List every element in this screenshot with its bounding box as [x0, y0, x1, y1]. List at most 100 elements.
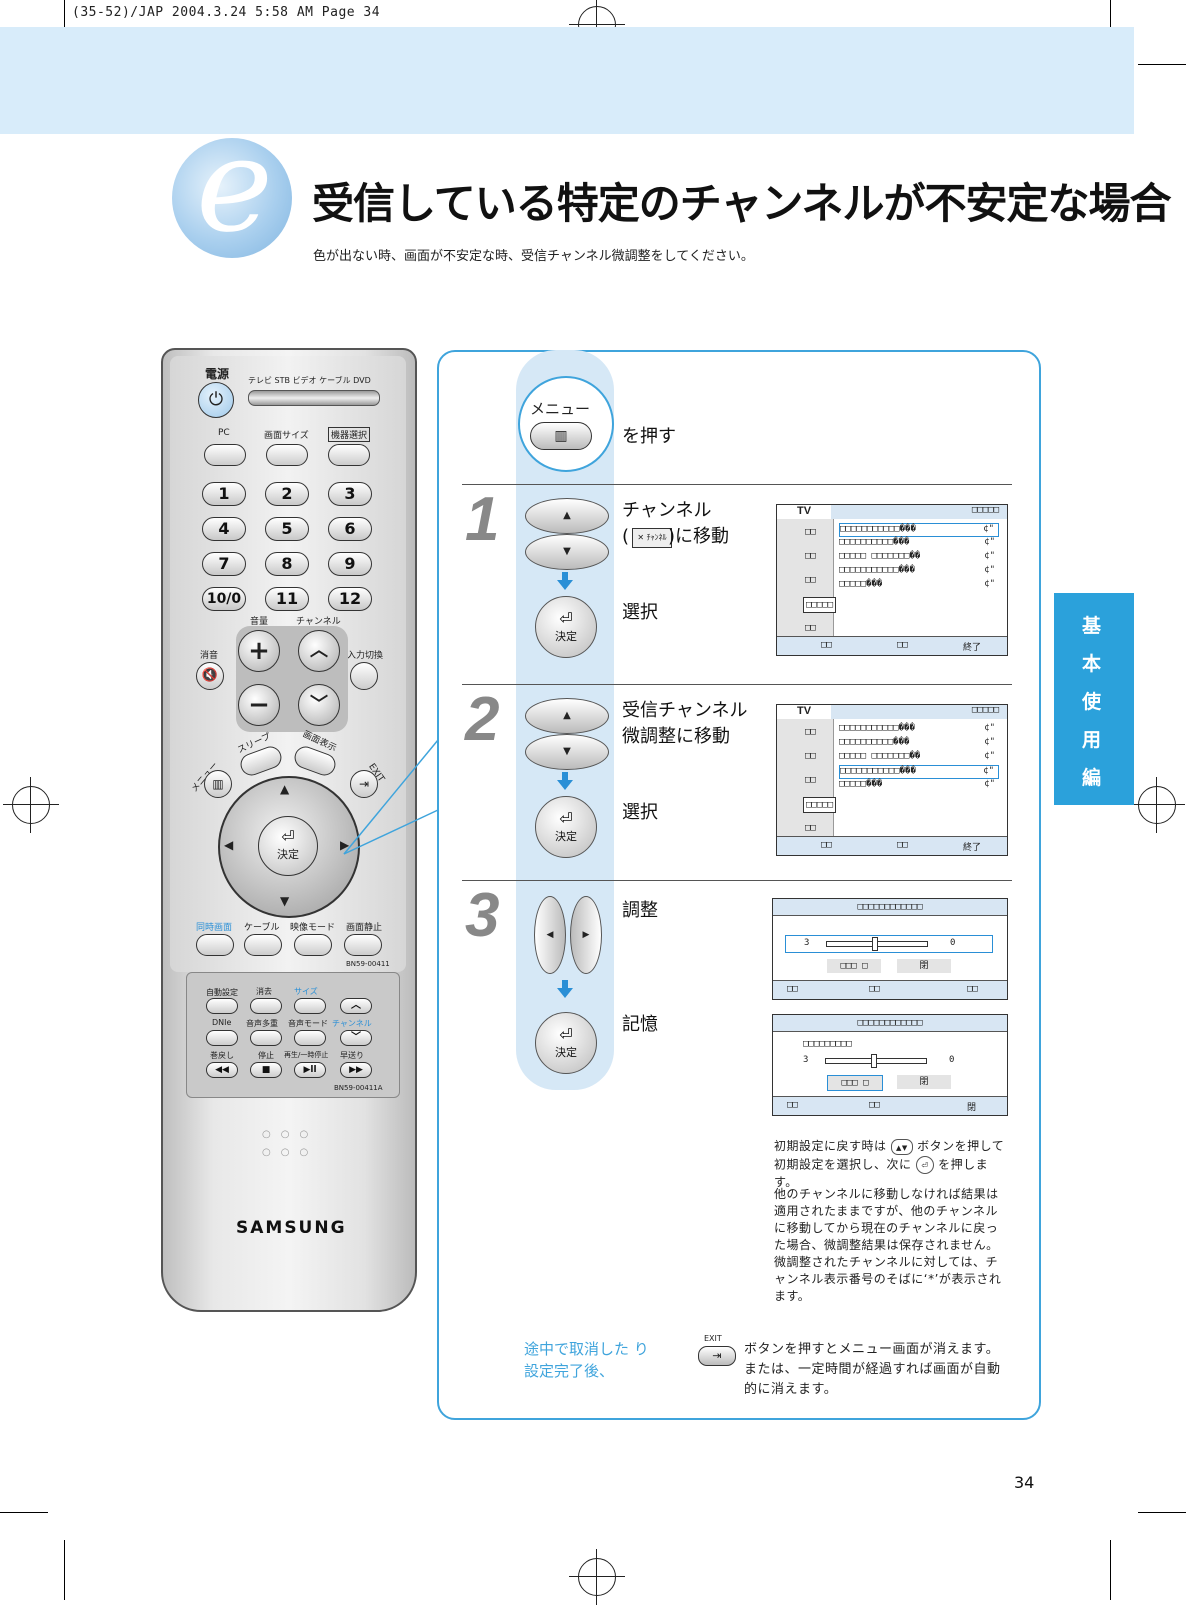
number-button-9[interactable]: 9 [328, 552, 372, 576]
osd-row: □□□□□□□□□□□��� ¢" [839, 523, 999, 537]
enter-button-remote[interactable]: ⏎ 決定 [258, 816, 318, 876]
pip-button[interactable] [196, 934, 234, 956]
channel-down-button[interactable]: ﹀ [298, 684, 340, 726]
source-selector[interactable] [248, 390, 380, 406]
left-button[interactable]: ◀ [534, 896, 566, 974]
device-select-button[interactable] [328, 444, 370, 466]
enter-button[interactable]: ⏎決定 [535, 1012, 597, 1074]
arrow-stem [562, 772, 568, 780]
menu-icon: ▥ [554, 428, 568, 444]
rewind-label: 巻戻し [210, 1051, 234, 1060]
osd-side-item: □□ [805, 775, 816, 785]
right-button[interactable]: ▶ [570, 896, 602, 974]
channel-up-button[interactable]: ︿ [298, 630, 340, 672]
slider-track[interactable] [826, 937, 928, 951]
reset-note-line1: 初期設定に戻す時は ▲▼ ボタンを押して [774, 1138, 1010, 1155]
fast-forward-button[interactable]: ▶▶ [340, 1062, 372, 1078]
number-button-2[interactable]: 2 [265, 482, 309, 506]
step3-adjust-text: 調整 [622, 900, 658, 921]
input-button[interactable] [350, 662, 378, 690]
slider-thumb[interactable] [871, 1054, 877, 1068]
step2-text-b: 微調整に移動 [622, 726, 730, 747]
mute-button[interactable]: 🔇 [196, 662, 224, 690]
panel-down-button[interactable]: ﹀ [340, 1030, 372, 1046]
number-button-11[interactable]: 11 [265, 587, 309, 611]
play-pause-button[interactable]: ▶ll [294, 1062, 326, 1078]
audio-mode-button[interactable] [294, 1030, 326, 1046]
step-number: 1 [465, 485, 500, 554]
audio-multiplex-button[interactable] [250, 1030, 282, 1046]
erase-button[interactable] [250, 998, 282, 1014]
auto-setup-button[interactable] [206, 998, 238, 1014]
slider-min: 3 [804, 938, 810, 948]
still-button[interactable] [344, 934, 382, 956]
up-button[interactable]: ▲ [525, 698, 609, 734]
osd-footer: □□ □□ □□ [773, 980, 1007, 999]
osd-menu-2: TV □□□□□ □□ □□ □□ □□□□□ □□ □□□□□□□□□□□��… [776, 704, 1008, 856]
osd-foot-item: □□ [967, 984, 978, 994]
menu-step-text: を押す [622, 426, 676, 447]
enter-icon: ⏎ [559, 1025, 573, 1044]
exit-button-remote[interactable]: ⇥ [350, 770, 378, 798]
osd-foot-item: □□ [821, 640, 832, 650]
down-button[interactable]: ▼ [525, 734, 609, 770]
osd-row-label: □□□□□□□□□□□��� [840, 766, 916, 776]
osd-fine-tune-2: □□□□□□□□□□□□ □□□□□□□□□ 3 0 □□□ □ 閉 □□ □□… [772, 1014, 1008, 1116]
dnie-button[interactable] [206, 1030, 238, 1046]
size-label: サイズ [294, 987, 318, 996]
osd-row-value: ¢" [983, 524, 994, 534]
osd-row-value: ¢" [984, 537, 995, 547]
picture-mode-label: 映像モード [290, 923, 336, 933]
updown-small-icon: ▲▼ [890, 1138, 913, 1155]
dnie-label: DNIe [212, 1018, 232, 1027]
down-button[interactable]: ▼ [525, 534, 609, 570]
number-button-3[interactable]: 3 [328, 482, 372, 506]
number-button-1[interactable]: 1 [202, 482, 246, 506]
osd-row-value: ¢" [984, 579, 995, 589]
osd-row-label: □□□□□□□□□□□��� [840, 524, 916, 534]
slider-track[interactable] [825, 1054, 927, 1068]
osd-reset-button: □□□ □ [827, 1075, 883, 1091]
exit-button[interactable]: ⇥ [698, 1346, 736, 1366]
volume-down-button[interactable]: − [238, 684, 280, 726]
number-button-6[interactable]: 6 [328, 517, 372, 541]
rewind-button[interactable]: ◀◀ [206, 1062, 238, 1078]
osd-footer: □□ □□ 閉 [773, 1096, 1007, 1115]
pc-button[interactable] [204, 444, 246, 466]
power-icon: ⏻ [208, 389, 224, 410]
channel-label: チャンネル [296, 617, 341, 627]
step-number: 3 [465, 881, 500, 950]
auto-setup-label: 自動設定 [206, 988, 238, 997]
osd-side-item: □□ [805, 527, 816, 537]
exit-icon: ⇥ [712, 1349, 722, 1362]
volume-up-button[interactable]: + [238, 630, 280, 672]
number-button-10[interactable]: 10/0 [202, 587, 246, 611]
number-button-5[interactable]: 5 [265, 517, 309, 541]
number-button-8[interactable]: 8 [265, 552, 309, 576]
registration-mark [3, 777, 59, 833]
screen-size-button[interactable] [266, 444, 308, 466]
enter-button[interactable]: ⏎決定 [535, 796, 597, 858]
number-button-4[interactable]: 4 [202, 517, 246, 541]
osd-footer: □□ □□ 終了 [777, 636, 1007, 655]
osd-row-label: □□□□□□□□□□��� [839, 537, 910, 547]
stop-button[interactable]: ■ [250, 1062, 282, 1078]
picture-mode-button[interactable] [294, 934, 332, 956]
menu-button-remote[interactable]: ▥ [204, 770, 232, 798]
number-button-7[interactable]: 7 [202, 552, 246, 576]
enter-icon: ⏎ [559, 809, 573, 828]
menu-button[interactable]: ▥ [530, 422, 592, 450]
osd-row-value: ¢" [984, 779, 995, 789]
step1-text-b: ( [622, 526, 630, 547]
panel-up-button[interactable]: ︿ [340, 998, 372, 1014]
enter-icon: ⏎ [559, 609, 573, 628]
osd-row-label: □□□□□��� [839, 779, 883, 789]
size-button[interactable] [294, 998, 326, 1014]
up-button[interactable]: ▲ [525, 498, 609, 534]
number-button-12[interactable]: 12 [328, 587, 372, 611]
power-button[interactable]: ⏻ [198, 382, 234, 418]
enter-button[interactable]: ⏎決定 [535, 596, 597, 658]
step2-select-text: 選択 [622, 802, 658, 823]
cable-button[interactable] [244, 934, 282, 956]
slider-thumb[interactable] [872, 937, 878, 951]
